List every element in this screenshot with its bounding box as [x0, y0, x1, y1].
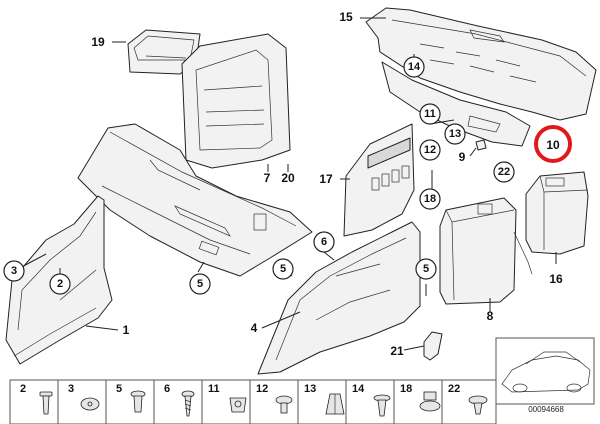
svg-text:7: 7 [264, 171, 271, 185]
callout-5-mid: 5 [415, 258, 437, 280]
callout-11: 11 [419, 103, 441, 125]
callout-18: 18 [419, 188, 441, 210]
callout-8: 8 [487, 309, 494, 323]
push-clip-2-icon [39, 391, 53, 415]
strip-label-2: 2 [20, 383, 26, 395]
bracket-17 [343, 123, 415, 237]
callout-19: 19 [91, 35, 105, 49]
strip-label-13: 13 [304, 383, 316, 395]
screw-6-icon [181, 390, 195, 417]
svg-text:15: 15 [339, 10, 353, 24]
grommet-18-icon [419, 391, 441, 412]
trunk-floor-tray [77, 123, 313, 277]
box-8 [439, 197, 517, 305]
callout-20: 20 [281, 171, 295, 185]
svg-text:12: 12 [424, 144, 436, 156]
strip-label-18: 18 [400, 383, 412, 395]
snap-rivet-22-icon [468, 395, 488, 415]
svg-text:19: 19 [91, 35, 105, 49]
strip-label-12: 12 [256, 383, 268, 395]
callout-5-right-panel: 5 [272, 258, 294, 280]
svg-text:8: 8 [487, 309, 494, 323]
clip-21 [423, 331, 443, 361]
svg-text:16: 16 [549, 272, 563, 286]
callout-3: 3 [3, 260, 25, 282]
callout-13: 13 [444, 123, 466, 145]
strip-label-3: 3 [68, 383, 74, 395]
svg-text:13: 13 [449, 128, 461, 140]
round-clip-3-icon [80, 397, 100, 411]
strip-label-22: 22 [448, 383, 460, 395]
callout-21: 21 [390, 344, 404, 358]
svg-text:14: 14 [408, 61, 421, 73]
expansion-rivet-5-icon [130, 390, 146, 413]
trim-strip-10 [381, 61, 531, 147]
car-locator-thumbnail: 00094668 [495, 337, 595, 414]
svg-text:5: 5 [197, 278, 203, 290]
nut-clip-11-icon [229, 397, 247, 413]
svg-text:1: 1 [123, 323, 130, 337]
svg-text:11: 11 [424, 108, 436, 120]
strip-label-6: 6 [164, 383, 170, 395]
small-clip-9 [475, 139, 487, 151]
strip-label-11: 11 [208, 383, 220, 395]
fir-tree-clip-14-icon [373, 394, 391, 417]
strip-label-14: 14 [352, 383, 365, 395]
svg-text:5: 5 [280, 263, 286, 275]
right-side-trim-panel [257, 221, 421, 375]
svg-text:9: 9 [459, 150, 466, 164]
reference-number: 00094668 [528, 405, 564, 414]
strip-label-5: 5 [116, 383, 122, 395]
svg-text:5: 5 [423, 263, 429, 275]
spreader-clip-13-icon [325, 393, 345, 415]
callout-5-floor: 5 [189, 273, 211, 295]
callout-9: 9 [459, 150, 466, 164]
svg-text:4: 4 [251, 321, 258, 335]
svg-text:22: 22 [498, 166, 510, 178]
callout-1: 1 [123, 323, 130, 337]
svg-text:6: 6 [321, 236, 327, 248]
svg-text:10: 10 [546, 138, 560, 152]
callout-10-highlighted: 10 [534, 125, 572, 163]
callout-12: 12 [419, 139, 441, 161]
callout-7: 7 [264, 171, 271, 185]
svg-text:17: 17 [319, 172, 333, 186]
callout-4: 4 [251, 321, 258, 335]
svg-text:18: 18 [424, 193, 436, 205]
svg-text:21: 21 [390, 344, 404, 358]
svg-text:3: 3 [11, 265, 17, 277]
svg-text:20: 20 [281, 171, 295, 185]
callout-17: 17 [319, 172, 333, 186]
callout-2: 2 [49, 273, 71, 295]
rear-parcel-shelf [365, 7, 597, 121]
side-frame-7-20 [181, 33, 291, 169]
rivet-12-icon [275, 395, 293, 414]
callout-15: 15 [339, 10, 353, 24]
callout-16: 16 [549, 272, 563, 286]
box-16 [513, 171, 589, 275]
callout-22: 22 [493, 161, 515, 183]
svg-text:2: 2 [57, 278, 63, 290]
callout-6: 6 [313, 231, 335, 253]
callout-14: 14 [403, 56, 425, 78]
fastener-strip: 2 3 5 6 11 12 13 14 18 22 [9, 379, 497, 424]
